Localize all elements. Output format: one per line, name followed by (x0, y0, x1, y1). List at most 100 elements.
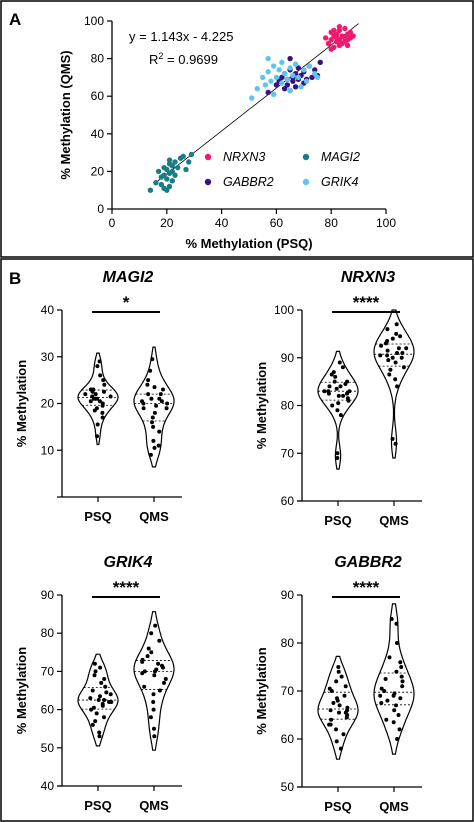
nrxn3-data-point-psq (332, 379, 337, 384)
gabbr2-data-point-qms (395, 737, 400, 741)
nrxn3-y-tick-label: 100 (274, 303, 294, 317)
data-point-grik4 (265, 69, 271, 75)
data-point-nrxn3 (323, 35, 329, 41)
data-point-grik4 (312, 70, 318, 77)
r-squared-label: R2 = 0.9699 (149, 51, 218, 67)
legend-marker-gabbr2 (204, 178, 212, 186)
nrxn3-data-point-psq (327, 384, 332, 389)
grik4-data-point-qms (157, 688, 162, 693)
grik4-y-tick-label: 50 (41, 741, 55, 755)
grik4-y-axis-label: % Methylation (14, 647, 29, 734)
gabbr2-data-point-qms (398, 660, 403, 665)
data-point-gabbr2 (279, 74, 285, 81)
nrxn3-data-point-psq (336, 401, 341, 406)
legend-marker-nrxn3 (204, 153, 212, 161)
magi2-data-point-psq (97, 359, 102, 364)
grik4-data-point-qms (145, 654, 150, 659)
nrxn3-data-point-qms (386, 358, 391, 363)
legend-label-gabbr2: GABBR2 (223, 175, 274, 189)
magi2-data-point-qms (148, 368, 153, 373)
data-point-nrxn3 (347, 29, 354, 35)
data-point-magi2 (175, 164, 181, 171)
gabbr2-data-point-qms (398, 696, 403, 701)
data-point-grik4 (284, 76, 291, 82)
data-point-grik4 (270, 63, 277, 69)
nrxn3-data-point-qms (400, 351, 405, 355)
nrxn3-data-point-psq (331, 370, 336, 375)
data-point-magi2 (161, 185, 167, 192)
data-point-nrxn3 (328, 46, 334, 52)
magi2-data-point-psq (92, 396, 96, 401)
gabbr2-y-tick-label: 70 (281, 684, 295, 698)
data-point-grik4 (265, 55, 271, 62)
magi2-data-point-qms (152, 410, 157, 415)
legend-label-grik4: GRIK4 (321, 175, 359, 189)
nrxn3-data-point-psq (345, 396, 350, 401)
data-point-grik4 (281, 70, 288, 77)
data-point-grik4 (262, 82, 269, 88)
grik4-data-point-psq (90, 722, 95, 727)
magi2-data-point-qms (148, 452, 153, 457)
nrxn3-data-point-psq (322, 389, 327, 394)
nrxn3-data-point-qms (385, 348, 390, 353)
magi2-data-point-qms (157, 429, 162, 434)
magi2-x-tick-label-psq: PSQ (84, 509, 111, 524)
data-point-gabbr2 (281, 85, 288, 92)
y-tick-label: 0 (97, 202, 104, 216)
grik4-data-point-psq (92, 661, 97, 666)
nrxn3-data-point-psq (333, 374, 338, 379)
data-point-magi2 (172, 172, 178, 178)
grik4-x-tick-label-qms: QMS (139, 798, 169, 813)
magi2-data-point-psq (95, 434, 99, 439)
grik4-y-tick-label: 70 (41, 664, 55, 678)
data-point-magi2 (158, 181, 165, 188)
data-point-grik4 (268, 78, 274, 84)
grik4-data-point-psq (88, 696, 93, 701)
data-point-gabbr2 (312, 67, 318, 73)
gabbr2-data-point-psq (327, 722, 332, 727)
gabbr2-data-point-psq (334, 739, 339, 744)
nrxn3-data-point-psq (338, 384, 343, 389)
data-point-nrxn3 (336, 27, 343, 34)
legend-label-magi2: MAGI2 (321, 150, 360, 164)
gabbr2-data-point-qms (389, 617, 394, 621)
magi2-data-point-qms (159, 399, 164, 404)
magi2-data-point-qms (157, 396, 162, 401)
magi2-data-point-qms (146, 392, 151, 397)
data-point-magi2 (188, 151, 195, 158)
data-point-magi2 (147, 187, 154, 193)
gabbr2-data-point-qms (399, 674, 404, 679)
magi2-data-point-psq (100, 401, 105, 406)
magi2-data-point-qms (151, 424, 156, 429)
gabbr2-x-tick-label-qms: QMS (379, 799, 409, 814)
magi2-x-tick-label-qms: QMS (139, 509, 169, 524)
nrxn3-data-point-qms (401, 365, 406, 370)
grik4-data-point-qms (153, 623, 158, 628)
gabbr2-data-point-qms (383, 677, 388, 681)
nrxn3-data-point-psq (336, 393, 341, 398)
grik4-data-point-psq (98, 694, 102, 699)
data-point-magi2 (172, 159, 178, 165)
data-point-magi2 (166, 183, 173, 190)
nrxn3-y-tick-label: 90 (281, 351, 295, 365)
magi2-data-point-psq (92, 408, 97, 413)
grik4-data-point-psq (92, 673, 97, 678)
grik4-data-point-psq (102, 715, 106, 720)
y-tick-label: 20 (91, 164, 105, 178)
magi2-data-point-qms (158, 392, 163, 397)
data-point-gabbr2 (287, 55, 293, 62)
grik4-data-point-psq (102, 698, 107, 702)
data-point-magi2 (169, 168, 175, 175)
gabbr2-data-point-psq (329, 717, 334, 722)
data-point-nrxn3 (328, 37, 334, 43)
data-point-grik4 (287, 87, 293, 94)
data-point-magi2 (153, 179, 159, 186)
gabbr2-data-point-psq (337, 703, 342, 708)
nrxn3-data-point-psq (335, 408, 340, 413)
data-point-nrxn3 (344, 42, 351, 49)
magi2-y-tick-label: 30 (41, 350, 55, 364)
grik4-y-tick-label: 40 (41, 779, 55, 793)
magi2-data-point-qms (145, 382, 150, 387)
